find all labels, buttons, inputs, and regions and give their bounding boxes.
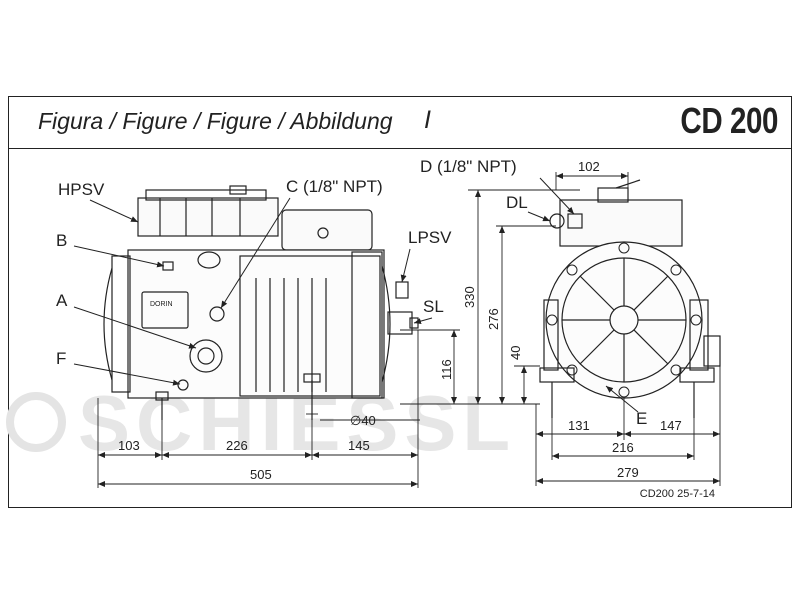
- dim-216: 216: [612, 440, 634, 455]
- dim-102: 102: [578, 159, 600, 174]
- dim-276: 276: [486, 308, 501, 330]
- header-separator: [8, 148, 792, 149]
- drawing-frame: [8, 96, 792, 508]
- compressor-side-view: DORIN: [103, 185, 419, 420]
- label-sl: SL: [423, 297, 444, 316]
- model-name: CD 200: [680, 100, 778, 141]
- dim-147: 147: [660, 418, 682, 433]
- dim-226: 226: [226, 438, 248, 453]
- revision-code: CD200 25-7-14: [639, 488, 715, 500]
- label-lpsv: LPSV: [408, 228, 452, 247]
- dim-40-diameter: ∅40: [350, 413, 376, 428]
- watermark-logo-icon: [6, 392, 66, 452]
- flange-bolts: [546, 242, 702, 398]
- left-view-dimensions: [97, 189, 580, 488]
- dim-505: 505: [250, 467, 272, 482]
- dim-330: 330: [462, 286, 477, 308]
- nameplate-text: DORIN: [150, 301, 173, 308]
- label-b: B: [56, 231, 67, 250]
- compressor-end-view: [539, 179, 721, 418]
- figure-title: Figura / Figure / Figure / Abbildung: [38, 108, 393, 134]
- dim-116: 116: [439, 359, 454, 380]
- label-a: A: [56, 291, 68, 310]
- label-hpsv: HPSV: [58, 180, 105, 199]
- right-view-dimensions: [496, 172, 721, 486]
- right-view-leaders: [527, 177, 639, 413]
- dim-131: 131: [568, 418, 590, 433]
- dim-279: 279: [617, 465, 639, 480]
- label-dl: DL: [506, 193, 528, 212]
- label-e: E: [636, 409, 647, 428]
- label-d: D (1/8" NPT): [420, 157, 517, 176]
- dim-103: 103: [118, 438, 140, 453]
- figure-number: I: [424, 106, 431, 134]
- left-view-leaders: [73, 197, 433, 386]
- dim-145: 145: [348, 438, 370, 453]
- label-c: C (1/8" NPT): [286, 177, 383, 196]
- label-f: F: [56, 349, 66, 368]
- dim-40: 40: [508, 346, 523, 360]
